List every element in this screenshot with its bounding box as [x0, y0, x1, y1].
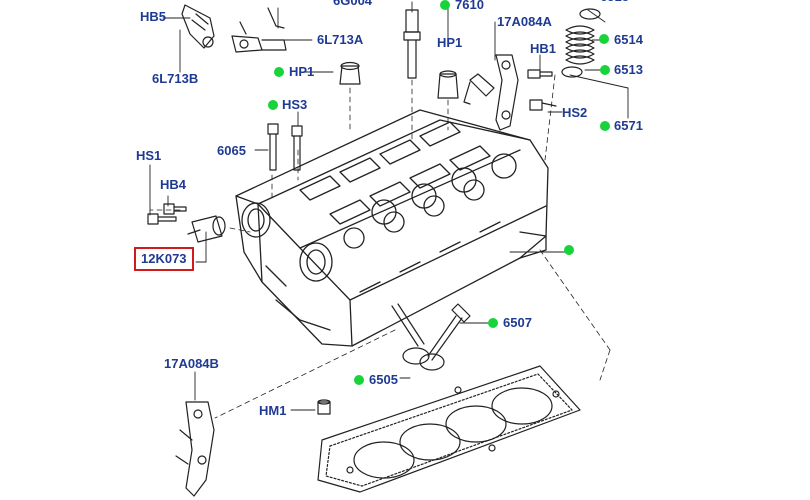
spring-6514: [561, 8, 601, 78]
plug-hp1-left: [339, 61, 361, 85]
plug-hp1: [437, 70, 459, 99]
marker-dot-6571: [600, 121, 610, 131]
marker-dot-hs3: [268, 100, 278, 110]
label-6l713a[interactable]: 6L713A: [317, 32, 364, 47]
assembly-dash-lines: [149, 74, 611, 419]
label-6514[interactable]: 6514: [614, 32, 643, 47]
marker-dot-6505: [354, 375, 364, 385]
head-gasket: [317, 365, 581, 493]
label-6l713b[interactable]: 6L713B: [152, 71, 199, 86]
label-6518[interactable]: 6518: [600, 0, 629, 4]
bolt-hb1: [527, 69, 553, 79]
valve-6507: [419, 303, 471, 371]
marker-dot-6513: [600, 65, 610, 75]
bolt-hs2: [529, 99, 557, 111]
label-hm1[interactable]: HM1: [259, 403, 287, 418]
label-6g004[interactable]: 6G004: [333, 0, 373, 8]
dowel-hm1: [317, 399, 331, 415]
connector-6l713a: [231, 7, 287, 53]
label-7610[interactable]: 7610: [455, 0, 484, 12]
label-6505[interactable]: 6505: [369, 372, 398, 387]
marker-dot-6507: [488, 318, 498, 328]
marker-dot-hp1: [274, 67, 284, 77]
valve-6505: [391, 303, 430, 365]
bracket-17a084a: [495, 54, 519, 131]
label-6571[interactable]: 6571: [614, 118, 643, 133]
label-hs1[interactable]: HS1: [136, 148, 162, 163]
label-17a084a[interactable]: 17A084A: [497, 14, 552, 29]
label-6065[interactable]: 6065: [217, 143, 246, 158]
label-hs2[interactable]: HS2: [562, 105, 588, 120]
sensor-12k073: [187, 215, 226, 243]
label-12k073-selected[interactable]: 12K073: [134, 247, 194, 271]
label-hb5[interactable]: HB5: [140, 9, 167, 24]
cylinder-head: [235, 109, 549, 347]
label-hp1-top[interactable]: HP1: [437, 35, 463, 50]
label-6513[interactable]: 6513: [614, 62, 643, 77]
clip-6l713b: [181, 4, 215, 49]
label-hb4[interactable]: HB4: [160, 177, 187, 192]
label-hb1[interactable]: HB1: [530, 41, 557, 56]
marker-dot-6514: [599, 34, 609, 44]
label-hs3[interactable]: HS3: [282, 97, 308, 112]
leader-lines: [149, 1, 629, 411]
stud-6g004: [403, 9, 421, 79]
bolts-hs1-hb4: [147, 203, 187, 225]
bracket-17a084b: [175, 401, 215, 497]
label-6507[interactable]: 6507: [503, 315, 532, 330]
marker-dot-7610: [440, 0, 450, 10]
label-17a084b[interactable]: 17A084B: [164, 356, 219, 371]
sensor-7610: [463, 73, 495, 105]
label-hp1-left[interactable]: HP1: [289, 64, 315, 79]
bolts-6065: [267, 123, 303, 171]
marker-dot-cylinder-head: [564, 245, 574, 255]
